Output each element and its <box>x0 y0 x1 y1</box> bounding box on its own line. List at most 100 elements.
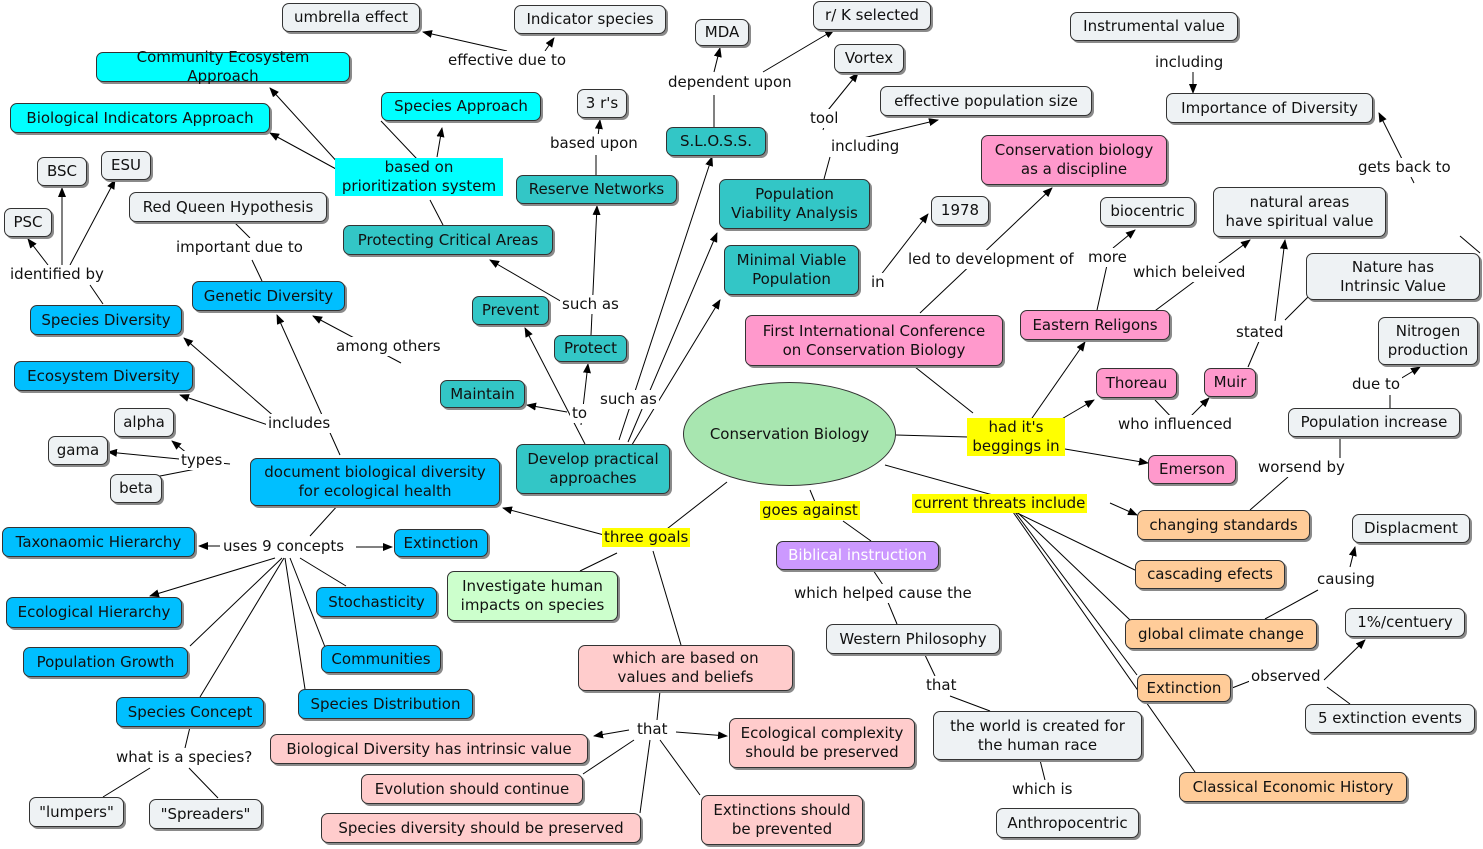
concept-taxonomic-hierarchy[interactable]: Taxonaomic Hierarchy <box>2 527 195 557</box>
concept-biodiversity-intrinsic-value[interactable]: Biological Diversity has intrinsic value <box>270 734 588 764</box>
concept-red-queen-hypothesis[interactable]: Red Queen Hypothesis <box>129 192 327 222</box>
concept-investigate-human-impacts[interactable]: Investigate human impacts on species <box>447 571 618 621</box>
concept-based-on-values-beliefs[interactable]: which are based on values and beliefs <box>578 645 793 691</box>
connector-line <box>652 550 682 646</box>
concept-document-biological-diversity[interactable]: document biological diversity for ecolog… <box>250 458 500 506</box>
connector-line <box>1264 589 1319 620</box>
concept-lumpers[interactable]: "lumpers" <box>29 797 124 827</box>
concept-extinction-2[interactable]: Extinction <box>1137 674 1231 702</box>
connector-arrow <box>149 557 276 598</box>
connector-arrow <box>1059 399 1095 421</box>
concept-rk-selected[interactable]: r/ K selected <box>813 1 931 30</box>
concept-three-rs[interactable]: 3 r's <box>577 89 627 118</box>
concept-species-diversity[interactable]: Species Diversity <box>30 305 182 335</box>
concept-umbrella-effect[interactable]: umbrella effect <box>282 3 420 32</box>
concept-population-increase[interactable]: Population increase <box>1288 408 1460 437</box>
concept-conservation-biology-discipline[interactable]: Conservation biology as a discipline <box>981 135 1167 185</box>
connector-line <box>1014 511 1138 676</box>
concept-bsc[interactable]: BSC <box>37 157 87 186</box>
concept-beta[interactable]: beta <box>110 474 162 503</box>
link-causing: causing <box>1315 570 1377 589</box>
concept-ecological-hierarchy[interactable]: Ecological Hierarchy <box>6 597 182 628</box>
concept-species-distribution[interactable]: Species Distribution <box>298 689 473 719</box>
concept-eastern-religions[interactable]: Eastern Religons <box>1020 310 1170 340</box>
concept-importance-of-diversity[interactable]: Importance of Diversity <box>1166 93 1373 123</box>
concept-conservation-biology[interactable]: Conservation Biology <box>683 382 896 486</box>
connector-line <box>823 156 831 180</box>
concept-nitrogen-production[interactable]: Nitrogen production <box>1378 317 1478 365</box>
concept-reserve-networks[interactable]: Reserve Networks <box>516 175 677 204</box>
link-observed: observed <box>1249 667 1323 686</box>
concept-species-diversity-preserved[interactable]: Species diversity should be preserved <box>321 813 641 843</box>
link-including-2: including <box>829 137 902 156</box>
concept-1978[interactable]: 1978 <box>931 196 989 225</box>
concept-sloss[interactable]: S.L.O.S.S. <box>666 127 766 156</box>
concept-muir[interactable]: Muir <box>1204 368 1256 397</box>
link-important-due-to: important due to <box>174 238 305 257</box>
concept-western-philosophy[interactable]: Western Philosophy <box>826 624 1000 654</box>
connector-arrow <box>1274 239 1288 322</box>
concept-prevent[interactable]: Prevent <box>472 296 549 325</box>
concept-extinction-1[interactable]: Extinction <box>394 529 488 557</box>
concept-thoreau[interactable]: Thoreau <box>1096 368 1177 398</box>
connector-arrow <box>1109 502 1138 516</box>
connector-line <box>1096 264 1108 311</box>
concept-community-ecosystem-approach[interactable]: Community Ecosystem Approach <box>96 48 350 85</box>
concept-communities[interactable]: Communities <box>321 645 441 673</box>
concept-ecological-complexity-preserved[interactable]: Ecological complexity should be preserve… <box>729 718 915 768</box>
concept-biological-indicators-approach[interactable]: Biological Indicators Approach <box>10 103 270 133</box>
concept-anthropocentric[interactable]: Anthropocentric <box>996 808 1139 838</box>
connector-line <box>1016 511 1131 621</box>
concept-first-international-conference[interactable]: First International Conference on Conser… <box>745 315 1003 366</box>
link-dependent-upon: dependent upon <box>666 73 794 92</box>
concept-world-created-for-humans[interactable]: the world is created for the human race <box>933 711 1142 760</box>
connector-arrow <box>27 238 49 266</box>
concept-genetic-diversity[interactable]: Genetic Diversity <box>192 281 345 311</box>
link-to: to <box>570 404 590 423</box>
concept-psc[interactable]: PSC <box>4 208 52 237</box>
concept-stochasticity[interactable]: Stochasticity <box>316 587 437 617</box>
concept-species-concept[interactable]: Species Concept <box>116 697 264 727</box>
concept-biblical-instruction[interactable]: Biblical instruction <box>776 541 939 570</box>
connector-arrow <box>69 179 116 266</box>
concept-mda[interactable]: MDA <box>695 19 749 46</box>
connector-line <box>884 464 1001 498</box>
concept-nature-intrinsic-value[interactable]: Nature has Intrinsic Value <box>1306 253 1480 300</box>
connector-arrow <box>1323 639 1366 681</box>
concept-maintain[interactable]: Maintain <box>440 380 525 408</box>
connector-arrow <box>526 402 568 413</box>
connector-line <box>188 767 219 799</box>
concept-extinctions-prevented[interactable]: Extinctions should be prevented <box>701 795 863 845</box>
concept-evolution-should-continue[interactable]: Evolution should continue <box>361 774 583 804</box>
concept-develop-practical-approaches[interactable]: Develop practical approaches <box>516 444 670 494</box>
concept-species-approach[interactable]: Species Approach <box>381 92 541 121</box>
connector-line <box>299 557 347 587</box>
connector-line <box>154 468 197 478</box>
concept-cascading-effects[interactable]: cascading efects <box>1135 560 1285 589</box>
concept-population-growth[interactable]: Population Growth <box>23 647 188 677</box>
concept-natural-areas-spiritual[interactable]: natural areas have spiritual value <box>1213 187 1386 237</box>
concept-effective-population-size[interactable]: effective population size <box>880 86 1092 116</box>
concept-emerson[interactable]: Emerson <box>1148 455 1236 484</box>
concept-classical-economic-history[interactable]: Classical Economic History <box>1179 772 1407 802</box>
concept-biocentric[interactable]: biocentric <box>1100 197 1195 226</box>
concept-displacement[interactable]: Displacment <box>1352 514 1470 543</box>
connector-line <box>895 434 969 438</box>
concept-instrumental-value[interactable]: Instrumental value <box>1070 12 1238 41</box>
concept-indicator-species[interactable]: Indicator species <box>514 5 666 34</box>
concept-population-viability-analysis[interactable]: Population Viability Analysis <box>719 179 870 229</box>
concept-protecting-critical-areas[interactable]: Protecting Critical Areas <box>343 225 553 255</box>
concept-five-extinction-events[interactable]: 5 extinction events <box>1305 704 1475 733</box>
concept-alpha[interactable]: alpha <box>114 408 174 437</box>
concept-global-climate-change[interactable]: global climate change <box>1125 619 1317 649</box>
connector-line <box>886 599 898 625</box>
concept-vortex[interactable]: Vortex <box>834 44 904 73</box>
concept-ecosystem-diversity[interactable]: Ecosystem Diversity <box>14 361 193 391</box>
concept-minimal-viable-population[interactable]: Minimal Viable Population <box>724 245 859 295</box>
concept-spreaders[interactable]: "Spreaders" <box>149 799 262 829</box>
concept-one-percent-century[interactable]: 1%/centuery <box>1345 608 1465 637</box>
concept-gama[interactable]: gama <box>48 436 108 465</box>
concept-protect[interactable]: Protect <box>554 335 627 362</box>
concept-esu[interactable]: ESU <box>101 151 151 180</box>
concept-changing-standards[interactable]: changing standards <box>1137 510 1310 540</box>
